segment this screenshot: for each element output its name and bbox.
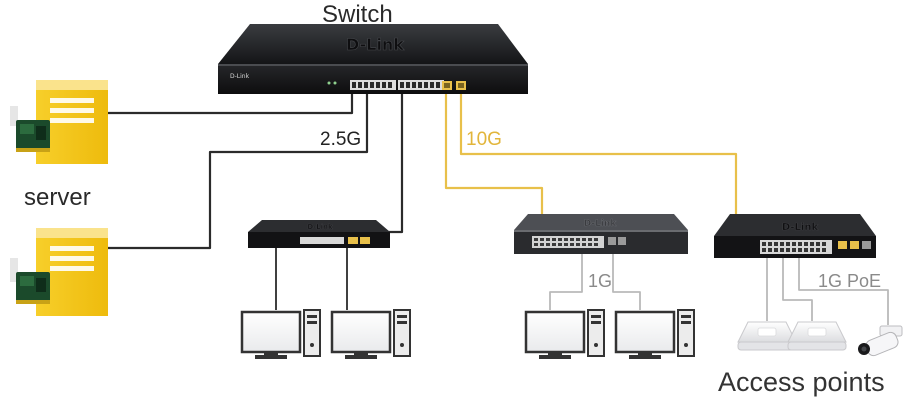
speed-1g-label: 1G bbox=[588, 271, 613, 291]
cable-server1-switch bbox=[107, 90, 354, 115]
cables bbox=[107, 90, 889, 325]
cable-server2-switch-2-5g bbox=[107, 90, 369, 250]
server-1-icon bbox=[10, 80, 108, 164]
cable-poe-camera bbox=[798, 258, 889, 325]
pc-2-icon bbox=[330, 309, 411, 359]
pc-4-icon bbox=[614, 309, 695, 359]
pc-1-icon bbox=[240, 309, 321, 359]
cable-gray-pc2 bbox=[612, 252, 641, 310]
pc-3-icon bbox=[524, 309, 605, 359]
access-points-label: Access points bbox=[718, 367, 885, 397]
speed-1g-poe-label: 1G PoE bbox=[818, 271, 882, 291]
main-switch-brand-mark: D-Link bbox=[346, 35, 404, 54]
server-label: server bbox=[24, 184, 91, 211]
access-point-1-icon bbox=[737, 321, 797, 351]
access-point-2-icon bbox=[787, 321, 847, 351]
gigabit-switch-icon: D-Link bbox=[514, 214, 688, 254]
cable-switch-desk-switch bbox=[375, 90, 404, 234]
poe-switch-brand-mark: D-Link bbox=[782, 222, 819, 233]
cable-poe-ap2 bbox=[782, 258, 813, 321]
cable-gray-pc1 bbox=[549, 252, 583, 310]
poe-switch-icon: D-Link bbox=[714, 214, 876, 258]
speed-10g-label: 10G bbox=[466, 129, 502, 150]
gigabit-switch-brand-mark: D-Link bbox=[584, 219, 618, 229]
switch-label: Switch bbox=[322, 1, 393, 28]
main-switch-front-logo: D-Link bbox=[230, 73, 250, 80]
speed-2-5g-label: 2.5G bbox=[320, 129, 362, 150]
ip-camera-icon bbox=[858, 325, 903, 357]
server-2-icon bbox=[10, 228, 108, 316]
cable-10g-gray-switch bbox=[444, 90, 544, 218]
cable-10g-poe-switch bbox=[459, 90, 738, 214]
main-switch-ports bbox=[327, 80, 466, 90]
desktop-switch-icon: D-Link bbox=[248, 220, 390, 248]
desktop-switch-brand-mark: D-Link bbox=[307, 223, 333, 231]
main-switch-icon: D-Link D-Link bbox=[218, 24, 528, 94]
